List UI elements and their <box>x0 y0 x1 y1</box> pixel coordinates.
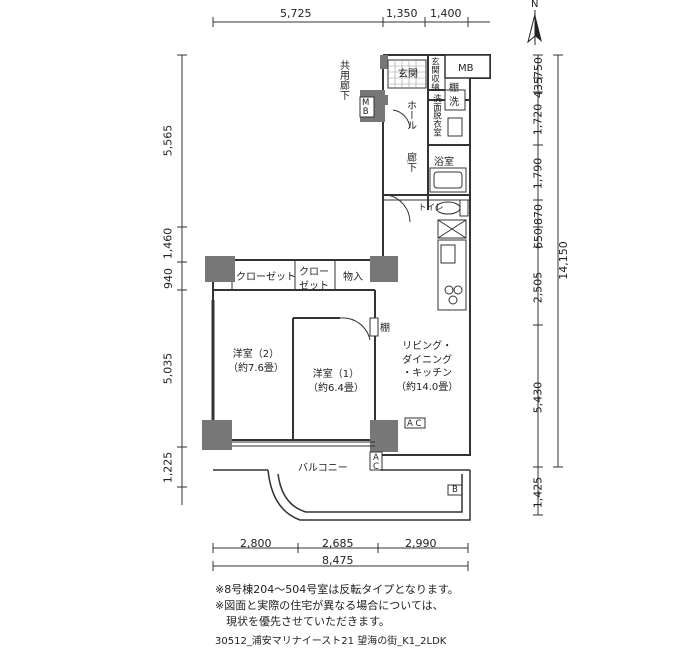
windows <box>211 300 375 447</box>
washer-space <box>444 89 466 111</box>
ac-box <box>404 417 426 429</box>
label-washer: 洗 <box>449 97 459 108</box>
door-swings <box>339 109 411 341</box>
compass-label: N <box>531 0 539 10</box>
ac-unit-box <box>369 451 383 471</box>
dim-bottom-total: 8,475 <box>322 554 354 567</box>
dim-top-3: 1,400 <box>430 7 462 20</box>
washbasin <box>447 117 463 137</box>
label-ac: A C <box>407 419 422 429</box>
label-ac-unit: A C <box>373 453 379 473</box>
dim-right-7: 2,505 <box>531 271 545 304</box>
dimension-lines <box>177 17 563 571</box>
pillars <box>202 55 398 452</box>
note-line-1: ※8号棟204～504号室は反転タイプとなります。 <box>215 583 459 596</box>
dim-bottom-2: 2,685 <box>322 537 354 550</box>
footer-caption: 30512_浦安マリナイースト21 望海の街_K1_2LDK <box>215 636 447 647</box>
dim-right-1: 750 <box>532 57 545 78</box>
label-washroom: 洗面脱衣室 <box>431 94 442 137</box>
toilet-fixture <box>435 199 469 217</box>
dim-left-5: 1,225 <box>161 451 175 484</box>
dim-left-3: 940 <box>162 268 175 289</box>
label-toilet: トイレ <box>418 203 444 213</box>
dim-right-4: 1,790 <box>531 157 545 190</box>
label-b: B <box>452 485 458 495</box>
label-mb-left: M B <box>362 98 370 118</box>
mb-box <box>444 54 491 79</box>
label-western2: 洋室（2） （約7.6畳） <box>228 349 284 374</box>
label-hall: ホール <box>404 100 416 130</box>
label-storage: 物入 <box>343 272 363 283</box>
label-western1: 洋室（1） （約6.4畳） <box>308 369 364 394</box>
balcony-outline <box>213 469 471 521</box>
label-shelf: 棚 <box>449 83 459 94</box>
north-arrow-icon <box>527 10 542 45</box>
label-shoe-storage: 玄関収納 <box>429 57 440 91</box>
shelf-box <box>369 317 379 337</box>
dim-left-4: 5,035 <box>161 352 175 385</box>
dim-top-2: 1,350 <box>386 7 418 20</box>
label-ldk: リビング・ ダイニング ・キッチン （約14.0畳） <box>396 341 459 393</box>
note-line-3: 現状を優先させていただきます。 <box>215 615 390 628</box>
label-mb: MB <box>458 63 474 74</box>
dim-left-1: 5,565 <box>161 124 175 157</box>
label-corridor: 廊下 <box>404 152 416 172</box>
dim-right-2: 435 <box>532 77 545 98</box>
dim-right-total: 14,150 <box>556 241 570 280</box>
label-entrance: 玄関 <box>398 69 418 80</box>
label-balcony: バルコニー <box>298 463 348 474</box>
kitchen-counter <box>437 219 467 311</box>
note-line-2: ※図面と実際の住宅が異なる場合については、 <box>215 599 444 612</box>
dim-right-3: 1,720 <box>531 103 545 136</box>
dim-right-5: 870 <box>532 204 545 225</box>
label-shelf2: 棚 <box>380 323 390 334</box>
label-common-corridor: 共用廊下 <box>337 60 349 100</box>
dim-bottom-1: 2,800 <box>240 537 272 550</box>
dim-left-2: 1,460 <box>161 227 175 260</box>
dim-bottom-3: 2,990 <box>405 537 437 550</box>
label-closet1: クローゼット <box>236 272 296 283</box>
dim-right-9: 1,425 <box>531 476 545 509</box>
dim-top-1: 5,725 <box>280 7 312 20</box>
dim-right-6: 650 <box>532 228 545 249</box>
entrance-floor <box>387 59 427 89</box>
mb-left-box <box>359 96 375 118</box>
label-bath: 浴室 <box>434 157 454 168</box>
label-closet2: クロー ゼット <box>299 267 329 292</box>
dim-right-8: 5,430 <box>531 381 545 414</box>
